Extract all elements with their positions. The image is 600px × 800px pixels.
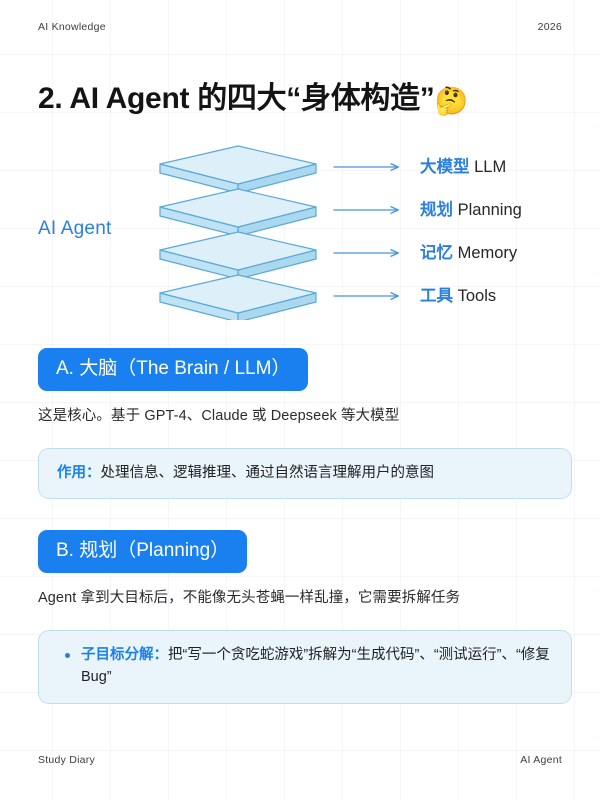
callout-text: 处理信息、逻辑推理、通过自然语言理解用户的意图: [100, 465, 435, 481]
layers-svg: [159, 145, 600, 320]
slab-layer-memory: [159, 231, 317, 280]
list-item: 子目标分解：把“写一个贪吃蛇游戏”拆解为“生成代码”、“测试运行”、“修复Bug…: [65, 644, 553, 689]
agent-label: AI Agent: [38, 218, 112, 239]
header-year: 2026: [537, 21, 562, 33]
slab-layer-planning: [159, 188, 317, 237]
page-header: AI Knowledge 2026: [38, 21, 562, 33]
layer-label-list: 大模型 LLM 规划 Planning 记忆 Memory 工具 Tools: [420, 140, 600, 320]
layer-label-planning: 规划 Planning: [420, 202, 522, 219]
callout-label: 作用：: [57, 465, 101, 481]
page-title-text: 2. AI Agent 的四大“身体构造”: [38, 82, 435, 115]
layer-label-cn: 工具: [420, 287, 453, 305]
layer-label-cn: 大模型: [420, 158, 470, 176]
slab-layer-llm: [159, 145, 317, 194]
section-paragraph-planning: Agent 拿到大目标后，不能像无头苍蝇一样乱撞，它需要拆解任务: [38, 590, 461, 606]
thinking-face-icon: 🤔: [434, 86, 469, 116]
layer-label-llm: 大模型 LLM: [420, 159, 506, 176]
layer-label-cn: 规划: [420, 201, 453, 219]
page-footer: Study Diary AI Agent: [38, 754, 562, 766]
header-brand: AI Knowledge: [38, 21, 106, 33]
layer-label-memory: 记忆 Memory: [420, 245, 517, 262]
layer-label-cn: 记忆: [420, 244, 453, 262]
callout-text: 把“写一个贪吃蛇游戏”拆解为“生成代码”、“测试运行”、“修复Bug”: [81, 647, 550, 686]
layer-label-en: Tools: [457, 287, 497, 305]
layer-label-en: Memory: [457, 244, 518, 262]
footer-right: AI Agent: [520, 754, 562, 766]
page-title: 2. AI Agent 的四大“身体构造”🤔: [38, 80, 576, 119]
layer-label-en: LLM: [474, 158, 507, 176]
footer-left: Study Diary: [38, 754, 96, 766]
agent-layers-diagram: AI Agent 大模型 LLM 规划 Planning 记忆 Memory 工…: [0, 140, 600, 320]
callout-label: 子目标分解：: [81, 647, 168, 663]
callout-brain: 作用：处理信息、逻辑推理、通过自然语言理解用户的意图: [38, 448, 572, 500]
section-paragraph-brain: 这是核心。基于 GPT-4、Claude 或 Deepseek 等大模型: [38, 408, 400, 424]
section-badge-planning: B. 规划（Planning）: [38, 530, 248, 573]
layer-label-tools: 工具 Tools: [420, 288, 496, 305]
layer-label-en: Planning: [457, 201, 522, 219]
slab-layer-tools: [159, 274, 317, 320]
callout-planning: 子目标分解：把“写一个贪吃蛇游戏”拆解为“生成代码”、“测试运行”、“修复Bug…: [38, 630, 572, 704]
section-badge-brain: A. 大脑（The Brain / LLM）: [38, 348, 309, 391]
